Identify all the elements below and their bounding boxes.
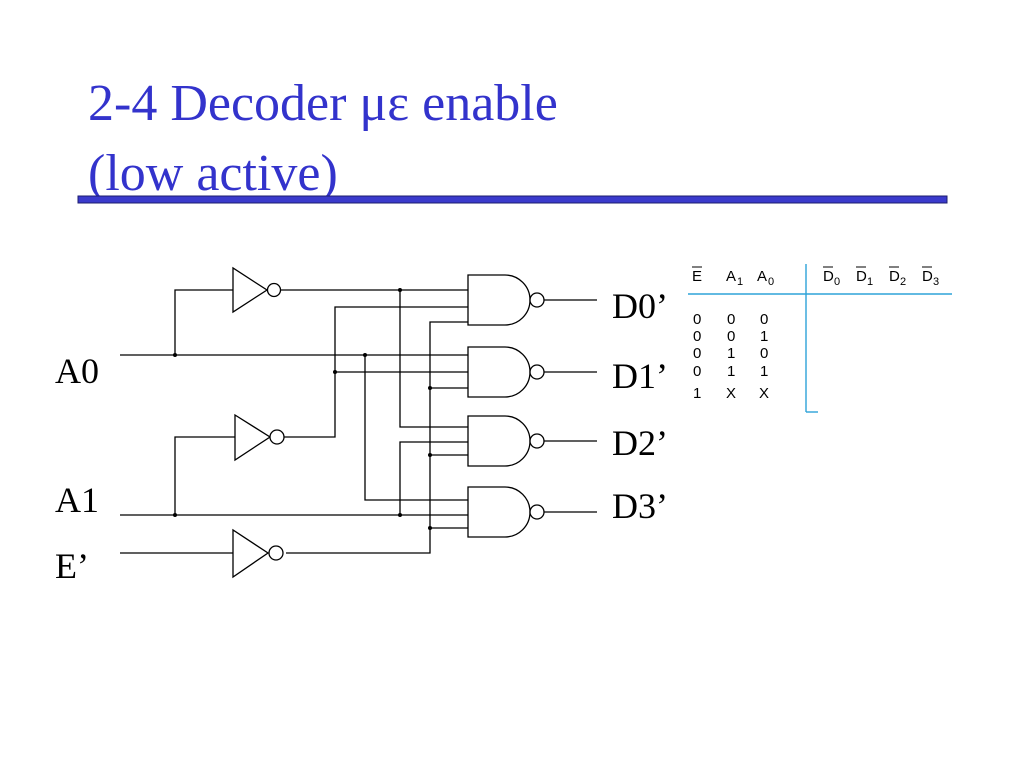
junction-dot bbox=[398, 513, 402, 517]
table-row: 1 X X bbox=[693, 385, 769, 402]
decoder-circuit: A0 A1 E’ bbox=[55, 266, 668, 586]
header-a0: A 0 bbox=[757, 268, 774, 288]
inverter-bubble bbox=[269, 429, 285, 445]
cell-e: 0 bbox=[693, 311, 701, 328]
slide-title: 2-4 Decoder με enable (low active) bbox=[77, 75, 948, 204]
junction-dot bbox=[428, 386, 432, 390]
cell-a0: 1 bbox=[760, 363, 768, 380]
inverter-e bbox=[232, 528, 284, 579]
cell-a1: 1 bbox=[727, 363, 735, 380]
header-base: A bbox=[726, 268, 736, 285]
title-line-1: 2-4 Decoder με enable bbox=[88, 75, 558, 132]
header-base: D bbox=[922, 268, 933, 285]
header-d0-bar: D 0 bbox=[823, 266, 840, 288]
nand-body bbox=[467, 346, 531, 398]
nand-gate-2 bbox=[467, 415, 597, 467]
nand-gate-0 bbox=[467, 274, 597, 326]
nand-gate-1 bbox=[467, 346, 597, 398]
cell-a1: 1 bbox=[727, 345, 735, 362]
table-row: 0 0 1 bbox=[693, 328, 768, 345]
nand-bubble bbox=[529, 504, 545, 520]
junction-dot bbox=[363, 353, 367, 357]
output-label-d1: D1’ bbox=[612, 356, 668, 396]
header-e-bar: E bbox=[692, 266, 702, 285]
header-d1-bar: D 1 bbox=[856, 266, 873, 288]
truth-table: E A 1 A 0 D 0 D 1 D 2 D 3 bbox=[688, 264, 952, 413]
header-base: A bbox=[757, 268, 767, 285]
cell-a0: 0 bbox=[760, 345, 768, 362]
cell-a1-dont-care: X bbox=[726, 385, 736, 402]
nand-gate-3 bbox=[467, 486, 597, 538]
nand-body bbox=[467, 486, 531, 538]
inverter-a1 bbox=[234, 413, 285, 462]
wire-a0-to-inverter bbox=[174, 289, 233, 355]
cell-a1: 0 bbox=[727, 311, 735, 328]
input-label-a0: A0 bbox=[55, 351, 99, 391]
header-d3-bar: D 3 bbox=[922, 266, 939, 288]
cell-e: 1 bbox=[693, 385, 701, 402]
inverter-bubble bbox=[268, 545, 284, 561]
nand-body bbox=[467, 415, 531, 467]
output-label-d3: D3’ bbox=[612, 486, 668, 526]
cell-a1: 0 bbox=[727, 328, 735, 345]
cell-a0-dont-care: X bbox=[759, 385, 769, 402]
wire-a0-to-gate3 bbox=[364, 355, 468, 501]
inverter-triangle bbox=[232, 266, 269, 314]
junction-dot bbox=[173, 353, 177, 357]
output-label-d0: D0’ bbox=[612, 286, 668, 326]
input-label-a1: A1 bbox=[55, 480, 99, 520]
inverter-triangle bbox=[234, 413, 272, 462]
header-base: E bbox=[692, 268, 702, 285]
header-sub: 3 bbox=[933, 276, 939, 288]
inverter-bubble bbox=[266, 282, 282, 298]
wire-a1-to-gate2 bbox=[399, 441, 468, 515]
header-sub: 0 bbox=[768, 276, 774, 288]
nand-bubble bbox=[529, 364, 545, 380]
title-underline-rule bbox=[77, 195, 948, 204]
cell-e: 0 bbox=[693, 363, 701, 380]
junction-dot bbox=[428, 453, 432, 457]
output-label-d2: D2’ bbox=[612, 423, 668, 463]
header-sub: 1 bbox=[737, 276, 743, 288]
header-a1: A 1 bbox=[726, 268, 743, 288]
header-sub: 1 bbox=[867, 276, 873, 288]
header-base: D bbox=[823, 268, 834, 285]
cell-e: 0 bbox=[693, 345, 701, 362]
junction-marks bbox=[173, 288, 432, 530]
table-row: 0 1 1 bbox=[693, 363, 768, 380]
junction-dot bbox=[173, 513, 177, 517]
header-sub: 2 bbox=[900, 276, 906, 288]
cell-a0: 1 bbox=[760, 328, 768, 345]
inverter-triangle bbox=[232, 528, 270, 579]
nand-bubble bbox=[529, 292, 545, 308]
inverter-a0 bbox=[232, 266, 282, 314]
junction-dot bbox=[398, 288, 402, 292]
header-sub: 0 bbox=[834, 276, 840, 288]
wire-a1-to-inverter bbox=[174, 436, 235, 515]
wire-enable-to-gate0 bbox=[286, 321, 468, 554]
cell-e: 0 bbox=[693, 328, 701, 345]
wire-a0-not-to-gate2 bbox=[399, 290, 468, 428]
cell-a0: 0 bbox=[760, 311, 768, 328]
header-base: D bbox=[889, 268, 900, 285]
table-row: 0 0 0 bbox=[693, 311, 768, 328]
nand-bubble bbox=[529, 433, 545, 449]
junction-dot bbox=[333, 370, 337, 374]
junction-dot bbox=[428, 526, 432, 530]
header-base: D bbox=[856, 268, 867, 285]
title-line-2: (low active) bbox=[88, 145, 338, 202]
input-label-e: E’ bbox=[55, 546, 89, 586]
table-row: 0 1 0 bbox=[693, 345, 768, 362]
nand-body bbox=[467, 274, 531, 326]
header-d2-bar: D 2 bbox=[889, 266, 906, 288]
